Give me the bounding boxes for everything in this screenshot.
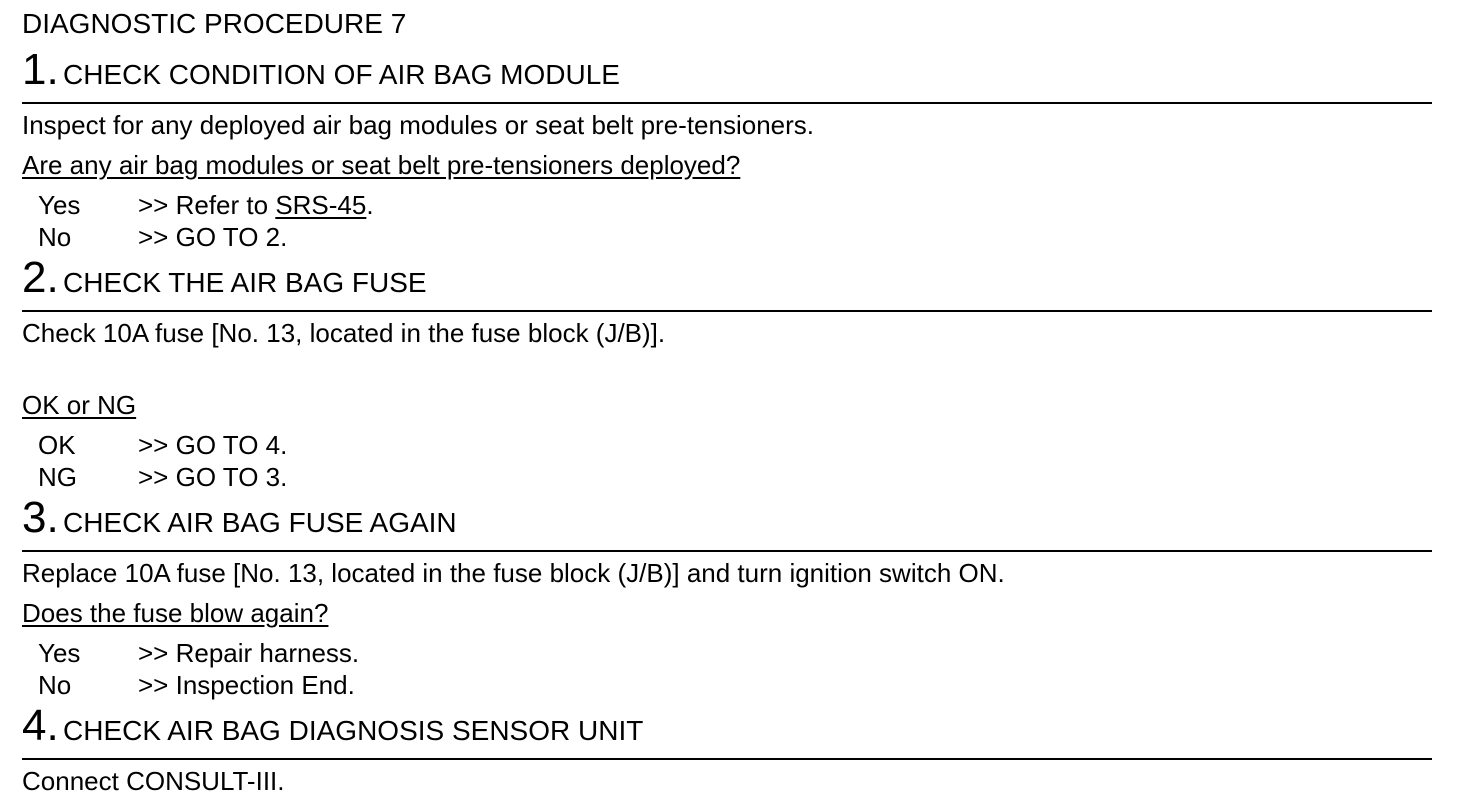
step-1-option-yes-suffix: . [366,190,374,220]
step-1-title: CHECK CONDITION OF AIR BAG MODULE [63,59,620,90]
step-1-instruction: Inspect for any deployed air bag modules… [22,110,815,140]
procedure-title: DIAGNOSTIC PROCEDURE 7 [22,8,407,39]
step-3-option-no-key: No [38,670,72,700]
step-3-divider [22,550,1432,552]
step-3-option-yes-key: Yes [38,638,81,668]
step-1-option-yes-action: >> Refer to SRS-45. [138,192,374,218]
step-1-question: Are any air bag modules or seat belt pre… [22,150,741,180]
step-2-option-ok-action: >> GO TO 4. [138,430,288,460]
step-4-number: 4. [22,701,59,750]
step-3-instruction: Replace 10A fuse [No. 13, located in the… [22,558,1005,588]
step-2-title: CHECK THE AIR BAG FUSE [63,267,427,298]
step-2-number: 2. [22,253,59,302]
step-1-option-no-action: >> GO TO 2. [138,222,288,252]
step-2-option-ok-key: OK [38,430,76,460]
step-4-instruction: Connect CONSULT-III. [22,766,285,796]
step-1-option-yes-prefix: >> Refer to [138,190,276,220]
step-1-divider [22,102,1432,104]
step-3-title: CHECK AIR BAG FUSE AGAIN [63,507,457,538]
step-1-option-no-key: No [38,222,72,252]
step-2-option-ng-key: NG [38,462,77,492]
step-3-number: 3. [22,493,59,542]
step-3-option-no-action: >> Inspection End. [138,670,355,700]
srs-45-link[interactable]: SRS-45 [275,190,367,220]
step-4-title: CHECK AIR BAG DIAGNOSIS SENSOR UNIT [63,715,644,746]
step-3-option-yes-action: >> Repair harness. [138,638,360,668]
step-2-question: OK or NG [22,390,137,420]
step-2-divider [22,310,1432,312]
step-1-option-yes-key: Yes [38,190,81,220]
step-4-divider [22,758,1432,760]
step-2-option-ng-action: >> GO TO 3. [138,462,288,492]
step-3-question: Does the fuse blow again? [22,598,329,628]
step-2-instruction: Check 10A fuse [No. 13, located in the f… [22,318,666,348]
step-1-number: 1. [22,45,59,94]
